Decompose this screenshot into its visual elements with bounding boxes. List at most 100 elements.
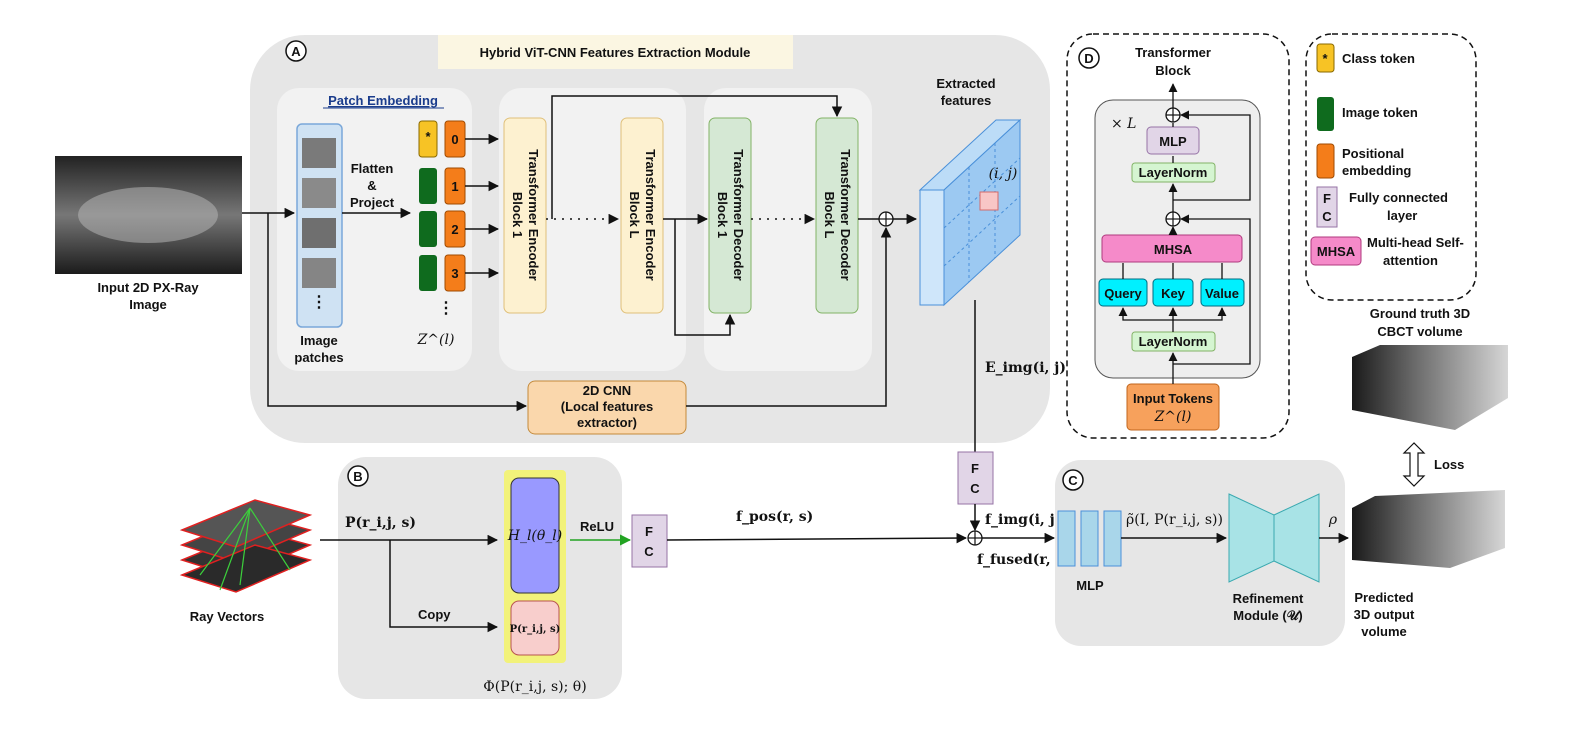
module-a-badge (285, 40, 307, 62)
pos-token-1-label: 1 (451, 179, 458, 194)
legend-pos-swatch (1316, 143, 1335, 179)
flatten-label-2: & (367, 178, 376, 193)
legend-fc-swatch (1316, 186, 1338, 228)
legend-image-label: Image token (1342, 105, 1418, 120)
legend-panel (1305, 33, 1477, 301)
module-c-letter: C (1068, 473, 1078, 488)
fpos-label: f_pos(r, s) (736, 509, 813, 525)
f-img-label: f_img(i, j) (985, 512, 1061, 528)
legend-mhsa-label-2: attention (1383, 253, 1438, 268)
legend-mhsa-label-1: Multi-head Self- (1367, 235, 1464, 250)
d-residual-2 (1173, 110, 1251, 201)
svg-text:Block 1: Block 1 (715, 192, 730, 238)
legend-fc-label-2: layer (1387, 208, 1417, 223)
value-label: Value (1205, 286, 1239, 301)
class-token (418, 120, 438, 158)
module-d-badge (1078, 47, 1100, 69)
pos-token-2-label: 2 (451, 222, 458, 237)
d-residual-1 (1173, 214, 1251, 365)
image-token-2 (419, 211, 437, 247)
encoder-to-decoder-cross-arrow (674, 219, 736, 336)
decoder-block-L-text: Transformer Decoder Block L (822, 149, 853, 281)
legend-fc-key-2: C (1322, 209, 1332, 224)
fc-block-fusion (957, 451, 994, 505)
d-ln-to-value (1173, 307, 1227, 321)
mlp-c-label: MLP (1076, 578, 1104, 593)
legend-class-star: * (1322, 51, 1328, 66)
class-token-star: * (425, 129, 431, 144)
legend-mhsa-swatch (1310, 236, 1362, 266)
refine-label-2: Module (𝒰) (1233, 608, 1302, 623)
key-label: Key (1161, 286, 1186, 301)
flatten-label-3: Project (350, 195, 395, 210)
rho-tilde-label: ρ̃(I, P(r_i,j, s)) (1126, 512, 1223, 528)
image-patches-label-2: patches (294, 350, 343, 365)
e-img-label: E_img(i, j) (985, 360, 1066, 376)
fc-fusion-label-2: C (970, 481, 980, 496)
refine-label-1: Refinement (1233, 591, 1304, 606)
image-token-1 (419, 168, 437, 204)
fc-b-label-2: C (644, 544, 654, 559)
patch-image-2 (302, 178, 336, 208)
refine-decoder (1273, 493, 1320, 583)
legend-mhsa-key: MHSA (1317, 244, 1356, 259)
predicted-label-1: Predicted (1354, 590, 1413, 605)
transformer-block-title-2: Block (1155, 63, 1191, 78)
xray-teeth (78, 187, 218, 243)
legend-pos-label-2: embedding (1342, 163, 1411, 178)
pos-token-3-label: 3 (451, 266, 458, 281)
flatten-label-1: Flatten (351, 161, 394, 176)
mlp-d-label: MLP (1159, 134, 1187, 149)
svg-text:Transformer Decoder: Transformer Decoder (731, 149, 746, 281)
encoder-block-1 (503, 117, 547, 314)
predicted-label-2: 3D output (1354, 607, 1415, 622)
image-patches-label-1: Image (300, 333, 338, 348)
module-d-letter: D (1084, 51, 1093, 66)
ground-truth-label-2: CBCT volume (1377, 324, 1462, 339)
input-label-1: Input 2D PX-Ray (97, 280, 199, 295)
skip-connection-arrow (551, 95, 843, 219)
legend-image-swatch (1317, 97, 1334, 131)
ray-vectors-label: Ray Vectors (190, 609, 264, 624)
h-label: H_l(θ_l) (507, 528, 563, 544)
module-a-letter: A (291, 44, 301, 59)
transformer-block-title-1: Transformer (1135, 45, 1211, 60)
patch-image-3 (302, 218, 336, 248)
relu-label: ReLU (580, 519, 614, 534)
encoder-block-L-text: Transformer Encoder Block L (627, 149, 658, 281)
features-grid-2 (943, 195, 1021, 267)
copy-arrow (389, 540, 499, 633)
ground-truth-label-1: Ground truth 3D (1370, 306, 1470, 321)
p-label: P(r_i,j, s) (345, 515, 416, 531)
token-dots: ⋮ (438, 300, 454, 317)
svg-text:Transformer Encoder: Transformer Encoder (643, 149, 658, 281)
module-c-panel (1055, 460, 1345, 646)
extracted-features-label-2: features (941, 93, 992, 108)
module-a-title-box (438, 35, 793, 69)
fc-block-b (631, 514, 668, 568)
input-tokens-label: Input Tokens (1133, 391, 1213, 406)
cnn-label-1: 2D CNN (583, 383, 631, 398)
layernorm-bottom-label: LayerNorm (1139, 334, 1208, 349)
z-label: Z^(l) (417, 332, 455, 348)
loss-label: Loss (1434, 457, 1464, 472)
predicted-label-3: volume (1361, 624, 1407, 639)
fc-b-label-1: F (645, 524, 653, 539)
legend-class-label: Class token (1342, 51, 1415, 66)
decoder-block-1-text: Transformer Decoder Block 1 (715, 149, 746, 281)
d-ln-to-query (1118, 307, 1174, 332)
extracted-features-label-1: Extracted (936, 76, 995, 91)
module-a-title: Hybrid ViT-CNN Features Extraction Modul… (480, 45, 751, 60)
patch-image-4 (302, 258, 336, 288)
module-b-badge (347, 465, 369, 487)
patch-embedding-title: Patch Embedding (328, 93, 438, 108)
patch-image-1 (302, 138, 336, 168)
query-label: Query (1104, 286, 1142, 301)
encoder-block-L (620, 117, 664, 314)
copy-label: Copy (418, 607, 451, 622)
cnn-to-sum-arrow (686, 226, 892, 407)
cnn-block (527, 380, 687, 435)
module-b-letter: B (353, 469, 362, 484)
